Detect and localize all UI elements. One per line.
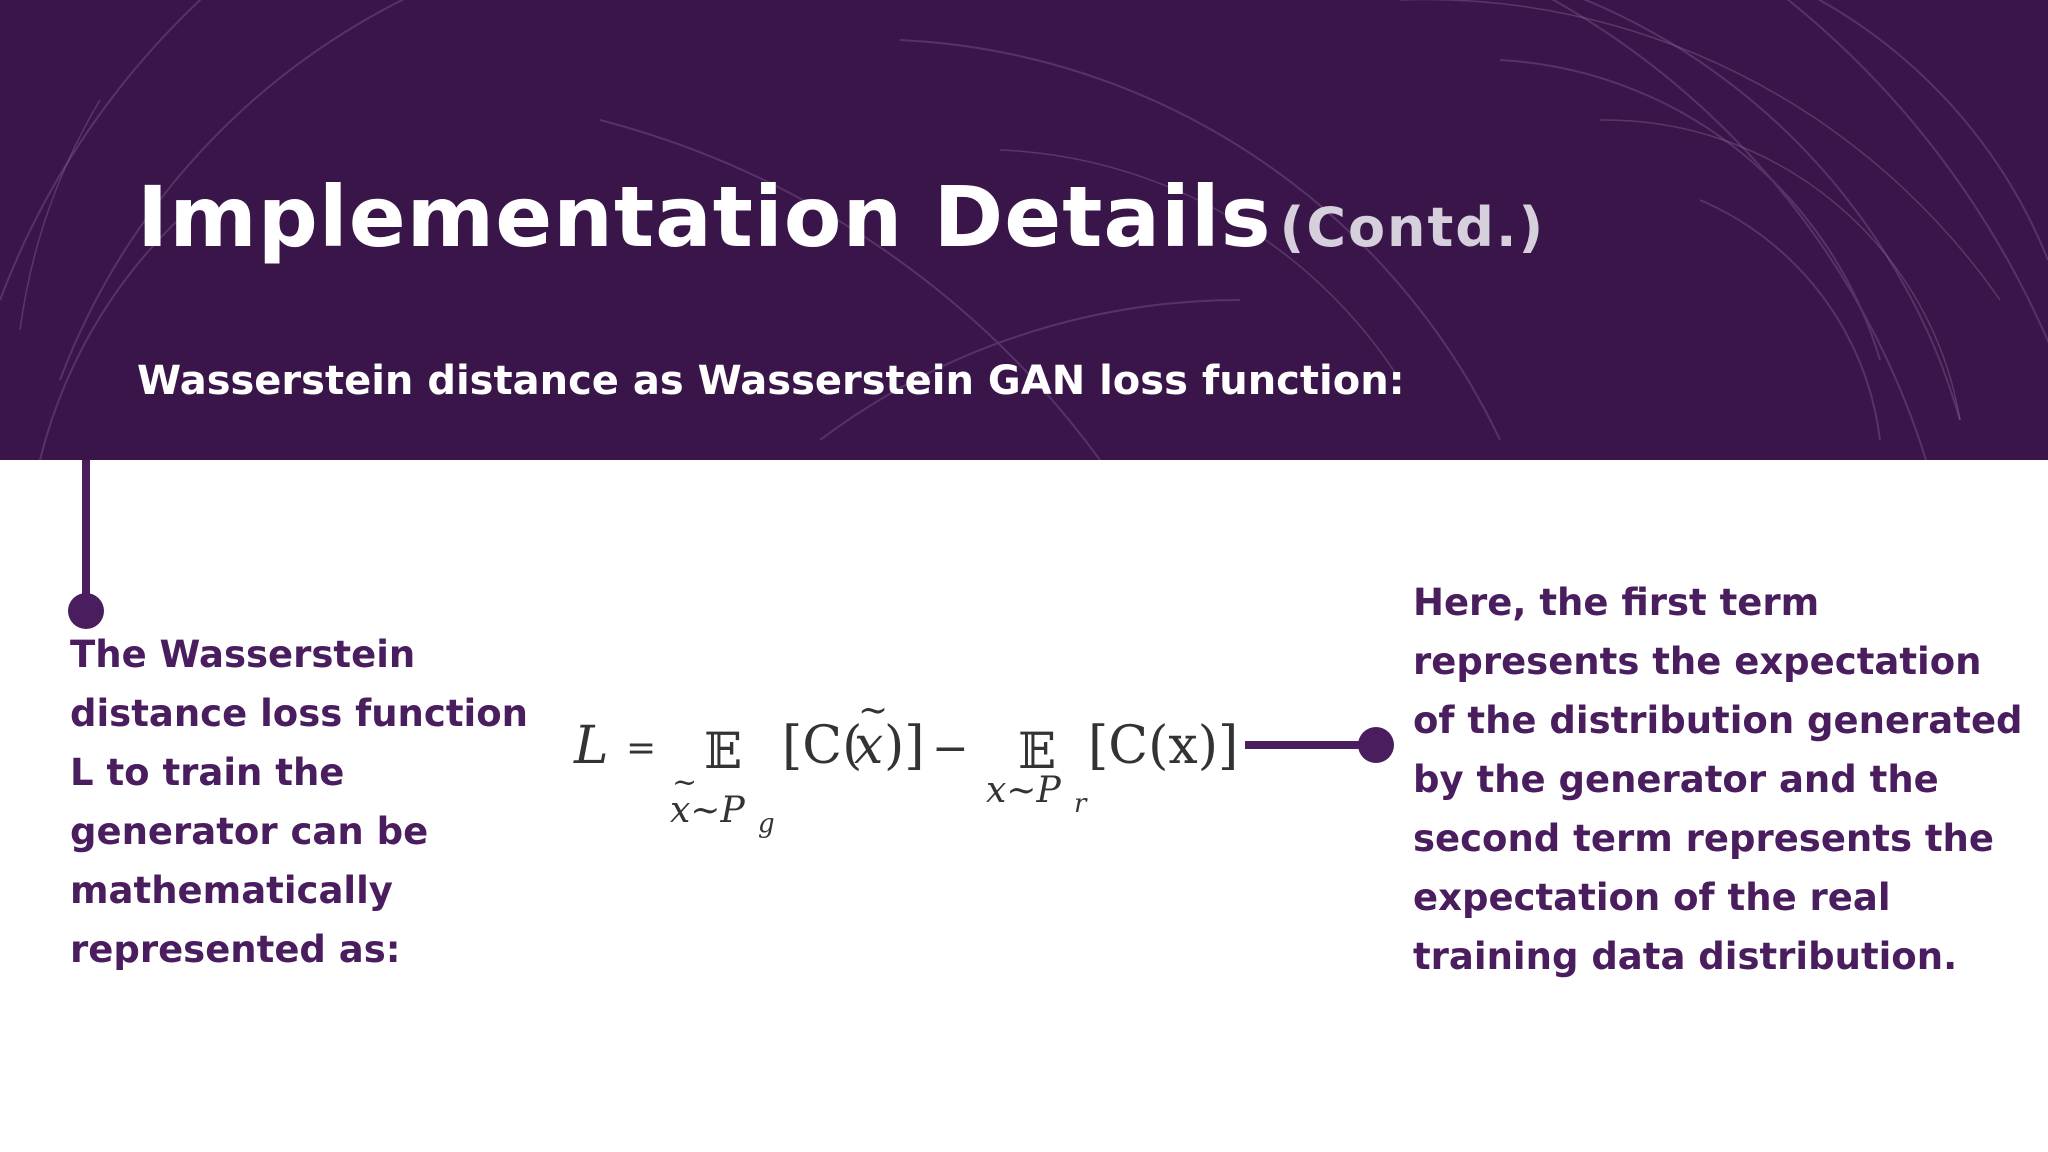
formula-lhs: L: [573, 716, 609, 776]
subtitle: Wasserstein distance as Wasserstein GAN …: [137, 358, 1405, 404]
right-description: Here, the first term represents the expe…: [1413, 581, 2023, 978]
formula-sub1: x∼P: [670, 790, 745, 831]
formula-sub2-index: r: [1074, 789, 1088, 819]
formula-expect-1: 𝔼: [704, 722, 742, 780]
connector-dot-left: [68, 593, 104, 629]
formula-term1-tilde: ~: [858, 690, 888, 731]
page-title: Implementation Details(Contd.): [137, 168, 1545, 266]
header-banner: Implementation Details(Contd.) Wasserste…: [0, 0, 2048, 460]
formula-term1-close: )]: [884, 716, 925, 776]
star-trail-background: [0, 0, 2048, 460]
formula-equals: =: [626, 728, 656, 769]
formula-sub2: x∼P: [986, 770, 1061, 811]
connector-dot-right: [1358, 727, 1394, 763]
formula-sub1-index: g: [758, 809, 775, 839]
connector-vertical-line: [82, 460, 90, 600]
title-text: Implementation Details: [137, 168, 1272, 266]
connector-horizontal-line: [1245, 741, 1375, 749]
left-description: The Wasserstein distance loss function L…: [70, 633, 528, 971]
formula-term2: [C(x)]: [1088, 716, 1238, 776]
formula-term1-open: [C(: [782, 716, 862, 776]
formula-minus: −: [932, 723, 969, 774]
formula-expect-2: 𝔼: [1018, 722, 1056, 780]
wasserstein-loss-formula: L = 𝔼 [C( x ~ )] − 𝔼 [C(x)] ~ x∼P g x∼P …: [573, 690, 1238, 839]
title-suffix: (Contd.): [1279, 196, 1546, 259]
formula-sub1-tilde: ~: [672, 765, 697, 800]
formula-term1-var: x: [854, 716, 883, 776]
